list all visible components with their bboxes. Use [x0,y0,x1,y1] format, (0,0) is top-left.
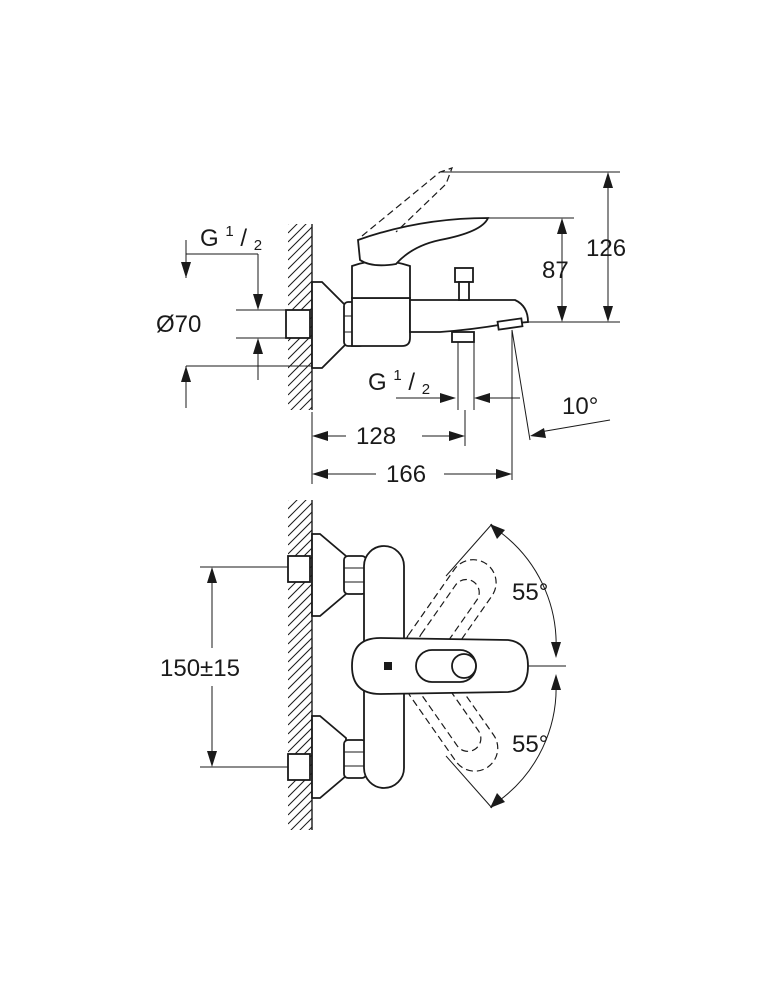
hatch-line [288,500,298,510]
hatch-line [288,691,312,717]
hatch-line [288,583,312,609]
upper-connection [287,533,367,617]
hatch-line [288,682,312,708]
label-rosette-diameter: Ø70 [156,311,201,338]
hatch-line [288,253,312,279]
hatch-line [288,781,312,807]
dimension-inlet-connection: G 1 / 2 [181,215,263,310]
dimension-outlet-depth: 128 [311,410,466,484]
inlet-fitting [285,309,311,339]
hatch-line [288,655,312,681]
hatch-line [288,379,312,405]
hatch-line [288,709,312,735]
hatch-line [288,727,312,753]
label-outlet-connection: G 1 / 2 [368,359,430,398]
hatch-line [290,808,312,830]
hatch-line [299,817,312,830]
hatch-line [288,529,312,555]
mixer-body [351,297,411,347]
dimension-spout-height: 87 [488,217,574,322]
hatch-line [288,334,312,360]
hatch-line [288,637,312,663]
label-centers: 150±15 [160,655,240,682]
hatch-line [288,592,312,618]
hatch-line [288,226,312,252]
label-angle-down: 55° [512,731,548,758]
hatch-line [288,271,312,297]
hatch-line [288,352,312,378]
lower-connection [287,715,367,799]
hatch-line [288,790,312,816]
hatch-line [288,619,312,645]
hatch-line [288,224,289,225]
hatch-line [308,406,312,410]
hatch-line [288,502,312,528]
lever-handle-front [351,637,529,695]
hatch-line [288,224,298,234]
dimension-rosette-diameter: Ø70 [156,309,312,408]
hatch-line [288,500,307,519]
shower-outlet [451,331,475,410]
dimension-projection: 166 [312,461,512,488]
dimension-total-height: 126 [440,171,626,323]
dimension-outlet-angle: 10° [511,329,611,480]
hatch-line [288,673,312,699]
diverter-knob [454,267,474,301]
label-outlet-angle: 10° [562,393,598,420]
wall-front-view [288,500,313,830]
hatch-line [288,511,312,537]
hatch-line [288,370,312,396]
dimension-centers: 150±15 [160,566,288,768]
label-angle-up: 55° [512,579,548,606]
label-total-height: 126 [586,235,626,262]
hatch-line [288,244,312,270]
side-view: 126 87 G 1 / 2 [156,167,626,488]
hatch-line [288,718,312,744]
aerator [496,317,524,331]
hatch-line [299,397,312,410]
hatch-line [308,826,312,830]
dimension-outlet-connection: G 1 / 2 [368,359,520,403]
hatch-line [288,262,312,288]
cartridge-cap [351,260,411,299]
lever-handle-raised-outline [361,167,454,237]
hatch-line [288,610,312,636]
hatch-line [288,628,312,654]
rotation-dimension: 55° 55° [445,523,566,809]
front-view: 55° 55° 150±15 [160,500,566,830]
label-outlet-depth: 128 [356,423,396,450]
hatch-line [288,601,312,627]
label-spout-height: 87 [542,257,569,284]
hatch-line [288,224,307,243]
hatch-line [288,343,312,369]
label-inlet-connection: G 1 / 2 [200,215,262,254]
hatch-line [288,799,312,825]
rosette [311,281,347,369]
hatch-line [288,235,312,261]
lever-handle [357,217,490,267]
hatch-line [288,500,289,501]
hatch-line [288,646,312,672]
hatch-line [290,388,312,410]
hatch-line [288,700,312,726]
hatch-line [288,280,312,306]
hatch-line [288,520,312,546]
hatch-line [288,664,312,690]
label-projection: 166 [386,461,426,488]
